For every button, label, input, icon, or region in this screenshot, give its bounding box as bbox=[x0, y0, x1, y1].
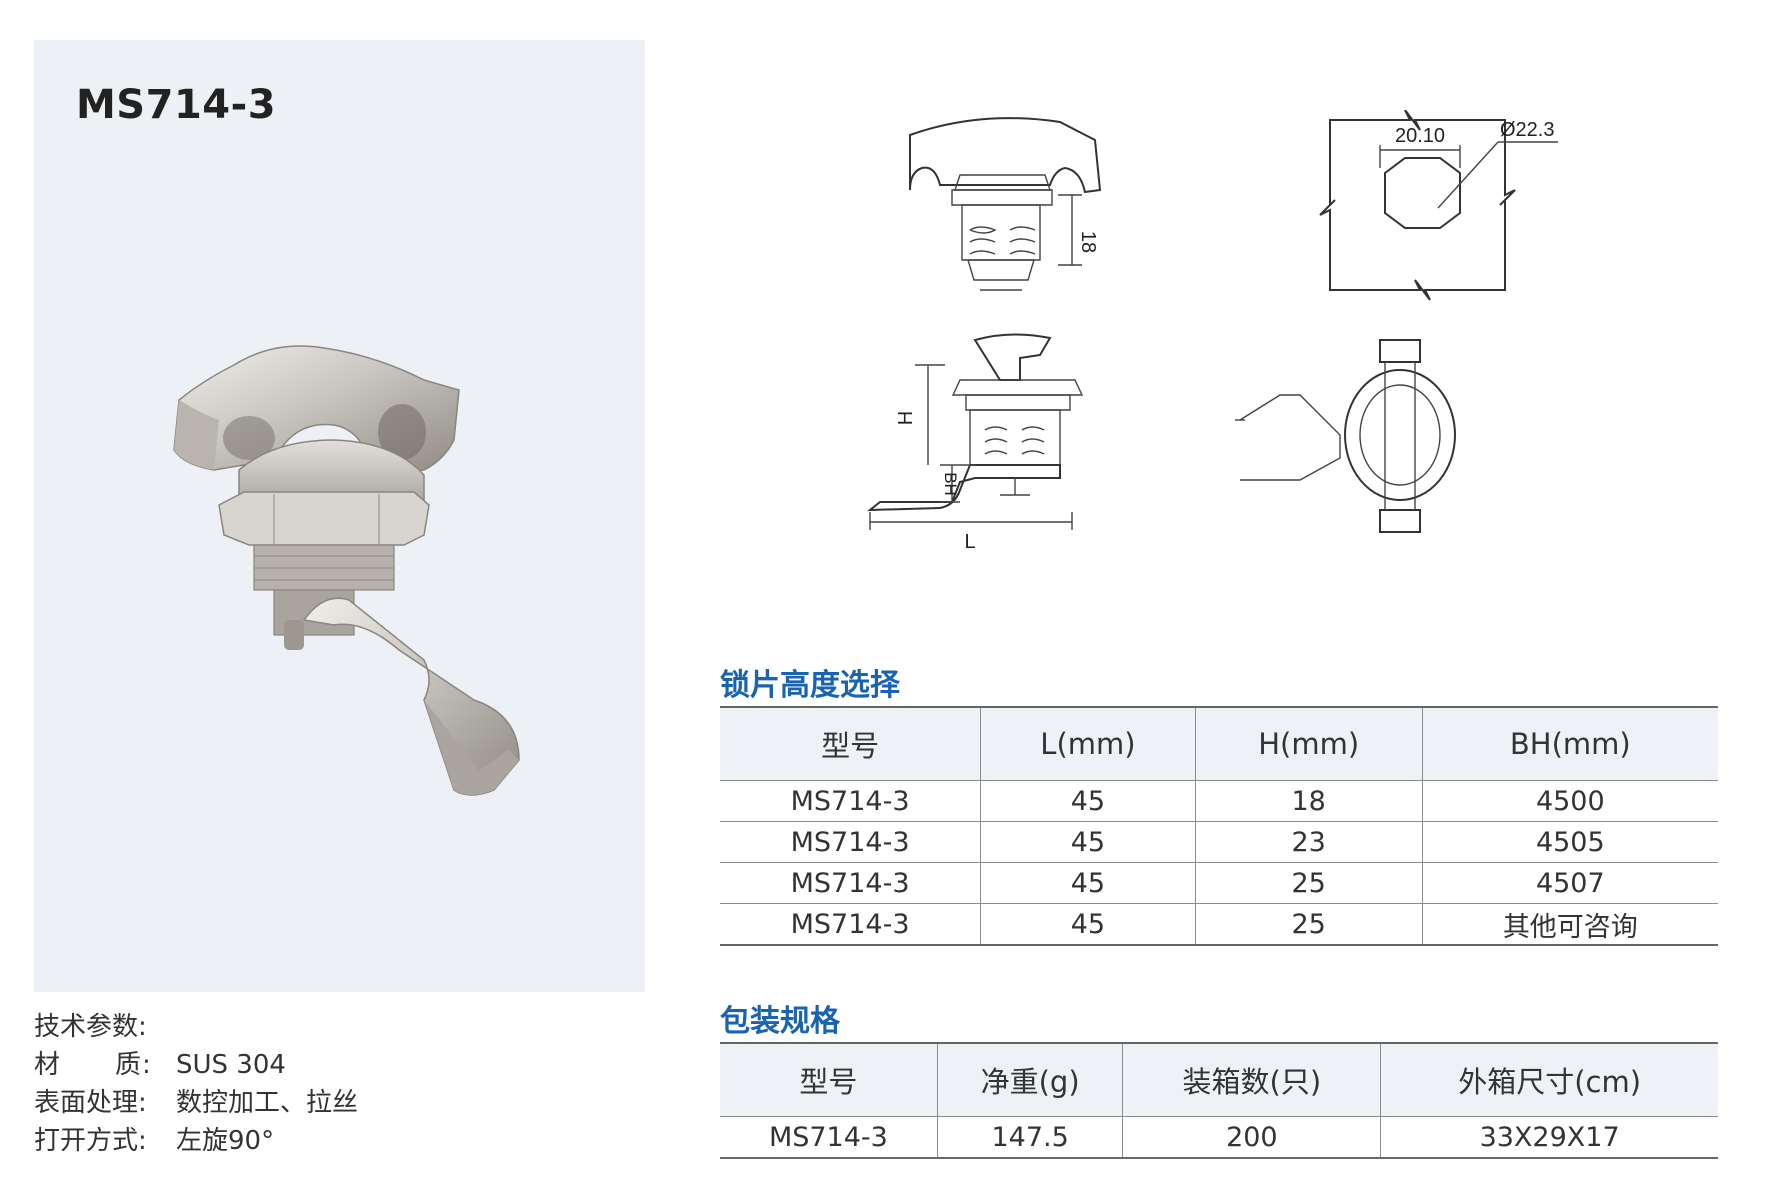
spec-value: 左旋90° bbox=[176, 1126, 275, 1156]
dim-width-label: 20.10 bbox=[1395, 125, 1445, 147]
table-cell: MS714-3 bbox=[720, 821, 981, 863]
dim-height-label: 18 bbox=[1077, 231, 1099, 253]
column-header: H(mm) bbox=[1194, 706, 1423, 781]
table-cell: MS714-3 bbox=[720, 1116, 938, 1159]
table-row: MS714-3 45 25 4507 bbox=[720, 862, 1718, 904]
table-cell: 45 bbox=[980, 780, 1196, 822]
cam-table-title: 锁片高度选择 bbox=[720, 668, 900, 703]
table-row: MS714-3 45 23 4505 bbox=[720, 821, 1718, 863]
table-cell: 18 bbox=[1194, 780, 1423, 822]
product-photo-panel: MS714-3 bbox=[34, 40, 645, 992]
spec-row-opening: 打开方式: 左旋90° bbox=[34, 1122, 358, 1160]
table-cell: MS714-3 bbox=[720, 780, 981, 822]
table-cell: 45 bbox=[980, 821, 1196, 863]
packaging-table: 型号 净重(g) 装箱数(只) 外箱尺寸(cm) MS714-3 147.5 2… bbox=[720, 1042, 1718, 1159]
table-row: MS714-3 147.5 200 33X29X17 bbox=[720, 1116, 1718, 1159]
table-cell: 33X29X17 bbox=[1380, 1116, 1718, 1159]
column-header: 型号 bbox=[720, 706, 981, 781]
product-photo bbox=[173, 345, 520, 796]
table-cell: 147.5 bbox=[936, 1116, 1123, 1159]
spec-value: 数控加工、拉丝 bbox=[176, 1088, 359, 1118]
table-cell: 4507 bbox=[1421, 862, 1718, 904]
table-cell: 23 bbox=[1194, 821, 1423, 863]
side-view-drawing: H BH L bbox=[867, 333, 1084, 553]
table-cell: 45 bbox=[980, 903, 1196, 946]
technical-drawings: 18 20.10 Ø22.3 H BH L bbox=[867, 110, 1558, 553]
column-header: 装箱数(只) bbox=[1122, 1042, 1381, 1117]
column-header: BH(mm) bbox=[1421, 706, 1718, 781]
table-row: MS714-3 45 25 其他可咨询 bbox=[720, 903, 1718, 946]
spec-row-material: 材 质: SUS 304 bbox=[34, 1046, 358, 1084]
table-cell: 200 bbox=[1122, 1116, 1381, 1159]
table-cell: 25 bbox=[1194, 903, 1423, 946]
table-cell: 45 bbox=[980, 862, 1196, 904]
table-cell: 25 bbox=[1194, 862, 1423, 904]
table-cell: MS714-3 bbox=[720, 862, 981, 904]
column-header: 型号 bbox=[720, 1042, 938, 1117]
dim-L-label: L bbox=[964, 531, 975, 553]
product-model-title: MS714-3 bbox=[76, 82, 277, 128]
dim-diameter-label: Ø22.3 bbox=[1500, 119, 1554, 141]
spec-key: 表面处理: bbox=[34, 1088, 147, 1118]
table-header-row: 型号 净重(g) 装箱数(只) 外箱尺寸(cm) bbox=[720, 1042, 1718, 1117]
spec-key: 材 质: bbox=[34, 1050, 152, 1080]
table-cell: MS714-3 bbox=[720, 903, 981, 946]
table-cell: 其他可咨询 bbox=[1421, 903, 1718, 946]
table-row: MS714-3 45 18 4500 bbox=[720, 780, 1718, 822]
top-view-drawing bbox=[1235, 339, 1456, 533]
pack-table-title: 包装规格 bbox=[720, 1004, 840, 1039]
cam-height-table: 型号 L(mm) H(mm) BH(mm) MS714-3 45 18 4500… bbox=[720, 706, 1718, 946]
table-cell: 4500 bbox=[1421, 780, 1718, 822]
column-header: 净重(g) bbox=[936, 1042, 1123, 1117]
table-header-row: 型号 L(mm) H(mm) BH(mm) bbox=[720, 706, 1718, 781]
column-header: 外箱尺寸(cm) bbox=[1380, 1042, 1718, 1117]
column-header: L(mm) bbox=[980, 706, 1196, 781]
tech-specs: 技术参数: 材 质: SUS 304 表面处理: 数控加工、拉丝 打开方式: 左… bbox=[34, 1008, 358, 1160]
dim-H-label: H bbox=[895, 411, 917, 425]
spec-value: SUS 304 bbox=[176, 1050, 286, 1080]
table-cell: 4505 bbox=[1421, 821, 1718, 863]
front-view-drawing: 18 bbox=[909, 117, 1102, 291]
panel-cutout-drawing: 20.10 Ø22.3 bbox=[1319, 110, 1558, 301]
spec-key: 打开方式: bbox=[34, 1126, 147, 1156]
spec-row-finish: 表面处理: 数控加工、拉丝 bbox=[34, 1084, 358, 1122]
dim-BH-label: BH bbox=[941, 472, 960, 496]
specs-heading: 技术参数: bbox=[34, 1012, 147, 1042]
